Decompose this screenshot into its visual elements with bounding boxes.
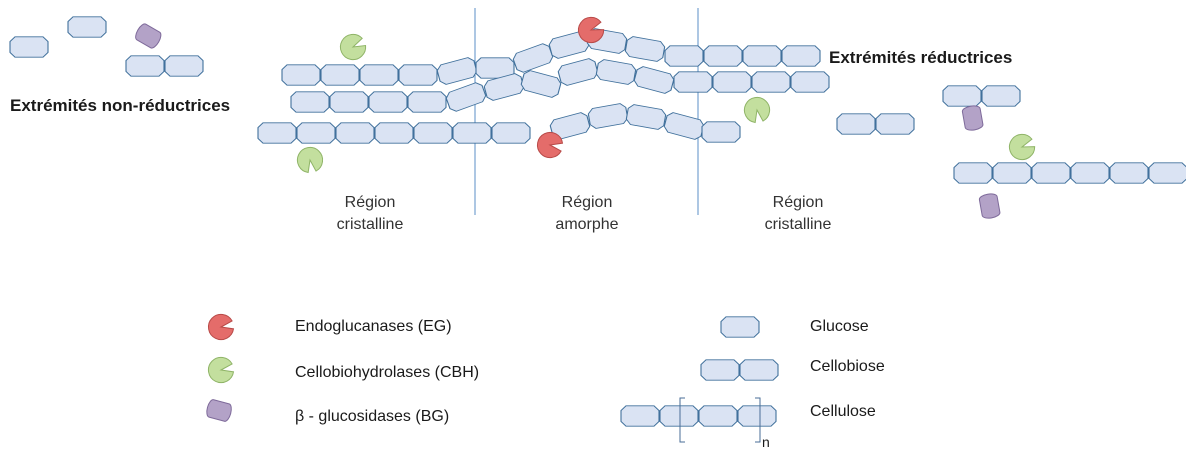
- legend-label-glucose: Glucose: [810, 318, 869, 335]
- glucose-unit: [586, 102, 630, 130]
- glucose-unit: [9, 36, 49, 58]
- region-type: cristalline: [336, 216, 404, 233]
- glucose-unit: [359, 64, 399, 86]
- glucose-unit: [435, 55, 479, 87]
- glucose-unit: [452, 122, 492, 144]
- glucose-unit: [712, 71, 752, 93]
- glucose-unit: [556, 56, 600, 88]
- cellulose-repeat-bracket-right: [755, 397, 761, 443]
- region-title: Région: [344, 194, 396, 211]
- glucose-unit: [398, 64, 438, 86]
- glucose-unit: [790, 71, 830, 93]
- glucose-unit: [742, 45, 782, 67]
- cellobiose-unit: [164, 55, 204, 77]
- cellobiose-icon: [700, 359, 740, 381]
- legend-label-endoglucanases: Endoglucanases (EG): [295, 318, 452, 335]
- enzymes: [135, 16, 1036, 422]
- glucose-unit: [511, 41, 555, 75]
- glucose-unit: [290, 91, 330, 113]
- glucose-unit: [781, 45, 821, 67]
- legend-label-beta-glucosidases: β - glucosidases (BG): [295, 408, 450, 425]
- endoglucanase-icon: [577, 16, 605, 44]
- glucose-unit: [751, 71, 791, 93]
- glucose-unit: [444, 80, 488, 114]
- glucose-unit: [594, 58, 638, 86]
- glucose-unit: [374, 122, 414, 144]
- region-crystalline-right: Région cristalline: [738, 192, 858, 236]
- cellulose-fragment-unit: [953, 162, 993, 184]
- region-amorphous: Région amorphe: [527, 192, 647, 236]
- glucose-unit: [281, 64, 321, 86]
- cellulose-fragment-unit: [1148, 162, 1186, 184]
- glucose-unit: [664, 45, 704, 67]
- glucose-unit: [407, 91, 447, 113]
- cellobiose-unit: [942, 85, 982, 107]
- cellulose-icon: [737, 405, 777, 427]
- glucose-unit: [673, 71, 713, 93]
- beta-glucosidase-icon: [206, 399, 232, 422]
- glucose-unit: [368, 91, 408, 113]
- cellulose-icon: [698, 405, 738, 427]
- legend-label-cellobiohydrolases: Cellobiohydrolases (CBH): [295, 364, 480, 381]
- glucose-unit: [413, 122, 453, 144]
- cellobiohydrolase-icon: [340, 33, 367, 61]
- region-title: Région: [772, 194, 824, 211]
- beta-glucosidase-icon: [135, 23, 162, 49]
- cellobiose-unit: [125, 55, 165, 77]
- repeat-subscript: n: [762, 434, 770, 450]
- glucose-unit: [632, 64, 676, 96]
- cellulose-fragment-unit: [1109, 162, 1149, 184]
- cellobiose-unit: [875, 113, 915, 135]
- reducing-ends-label: Extrémités réductrices: [829, 48, 1013, 67]
- region-type: amorphe: [555, 216, 619, 233]
- cellulose-fragment-unit: [1031, 162, 1071, 184]
- cellulose-icon: [659, 405, 699, 427]
- cellobiohydrolase-icon: [1008, 133, 1036, 161]
- glucose-unit: [623, 35, 667, 63]
- cellobiohydrolase-icon: [743, 96, 771, 124]
- glucose-unit: [320, 64, 360, 86]
- cellobiose-unit: [981, 85, 1021, 107]
- glucose-unit: [624, 103, 668, 131]
- beta-glucosidase-icon: [961, 105, 984, 131]
- glucose-unit: [67, 16, 107, 38]
- cellulose-repeat-bracket-left: [679, 397, 685, 443]
- endoglucanase-icon: [207, 313, 235, 341]
- beta-glucosidase-icon: [978, 193, 1001, 219]
- cellobiose-unit: [836, 113, 876, 135]
- glucose-unit: [335, 122, 375, 144]
- region-title: Région: [561, 194, 613, 211]
- non-reducing-ends-label: Extrémités non-réductrices: [10, 96, 231, 115]
- glucose-unit: [662, 110, 706, 142]
- cellulose-fragment-unit: [1070, 162, 1110, 184]
- glucose-unit: [257, 122, 297, 144]
- glucose-unit: [703, 45, 743, 67]
- legend-label-cellobiose: Cellobiose: [810, 358, 885, 375]
- glucose-unit: [329, 91, 369, 113]
- endoglucanase-icon: [536, 131, 564, 159]
- cellobiose-icon: [739, 359, 779, 381]
- cellulose-fragment-unit: [992, 162, 1032, 184]
- region-crystalline-left: Région cristalline: [310, 192, 430, 236]
- glucose-unit: [491, 122, 531, 144]
- cellulose-icon: [620, 405, 660, 427]
- glucose-unit: [701, 121, 741, 143]
- cellobiohydrolase-icon: [296, 146, 324, 174]
- glucose-icon: [720, 316, 760, 338]
- glucose-unit: [519, 68, 563, 100]
- legend-label-cellulose: Cellulose: [810, 403, 876, 420]
- glucose-unit: [296, 122, 336, 144]
- cellobiohydrolase-icon: [207, 356, 235, 384]
- region-type: cristalline: [764, 216, 832, 233]
